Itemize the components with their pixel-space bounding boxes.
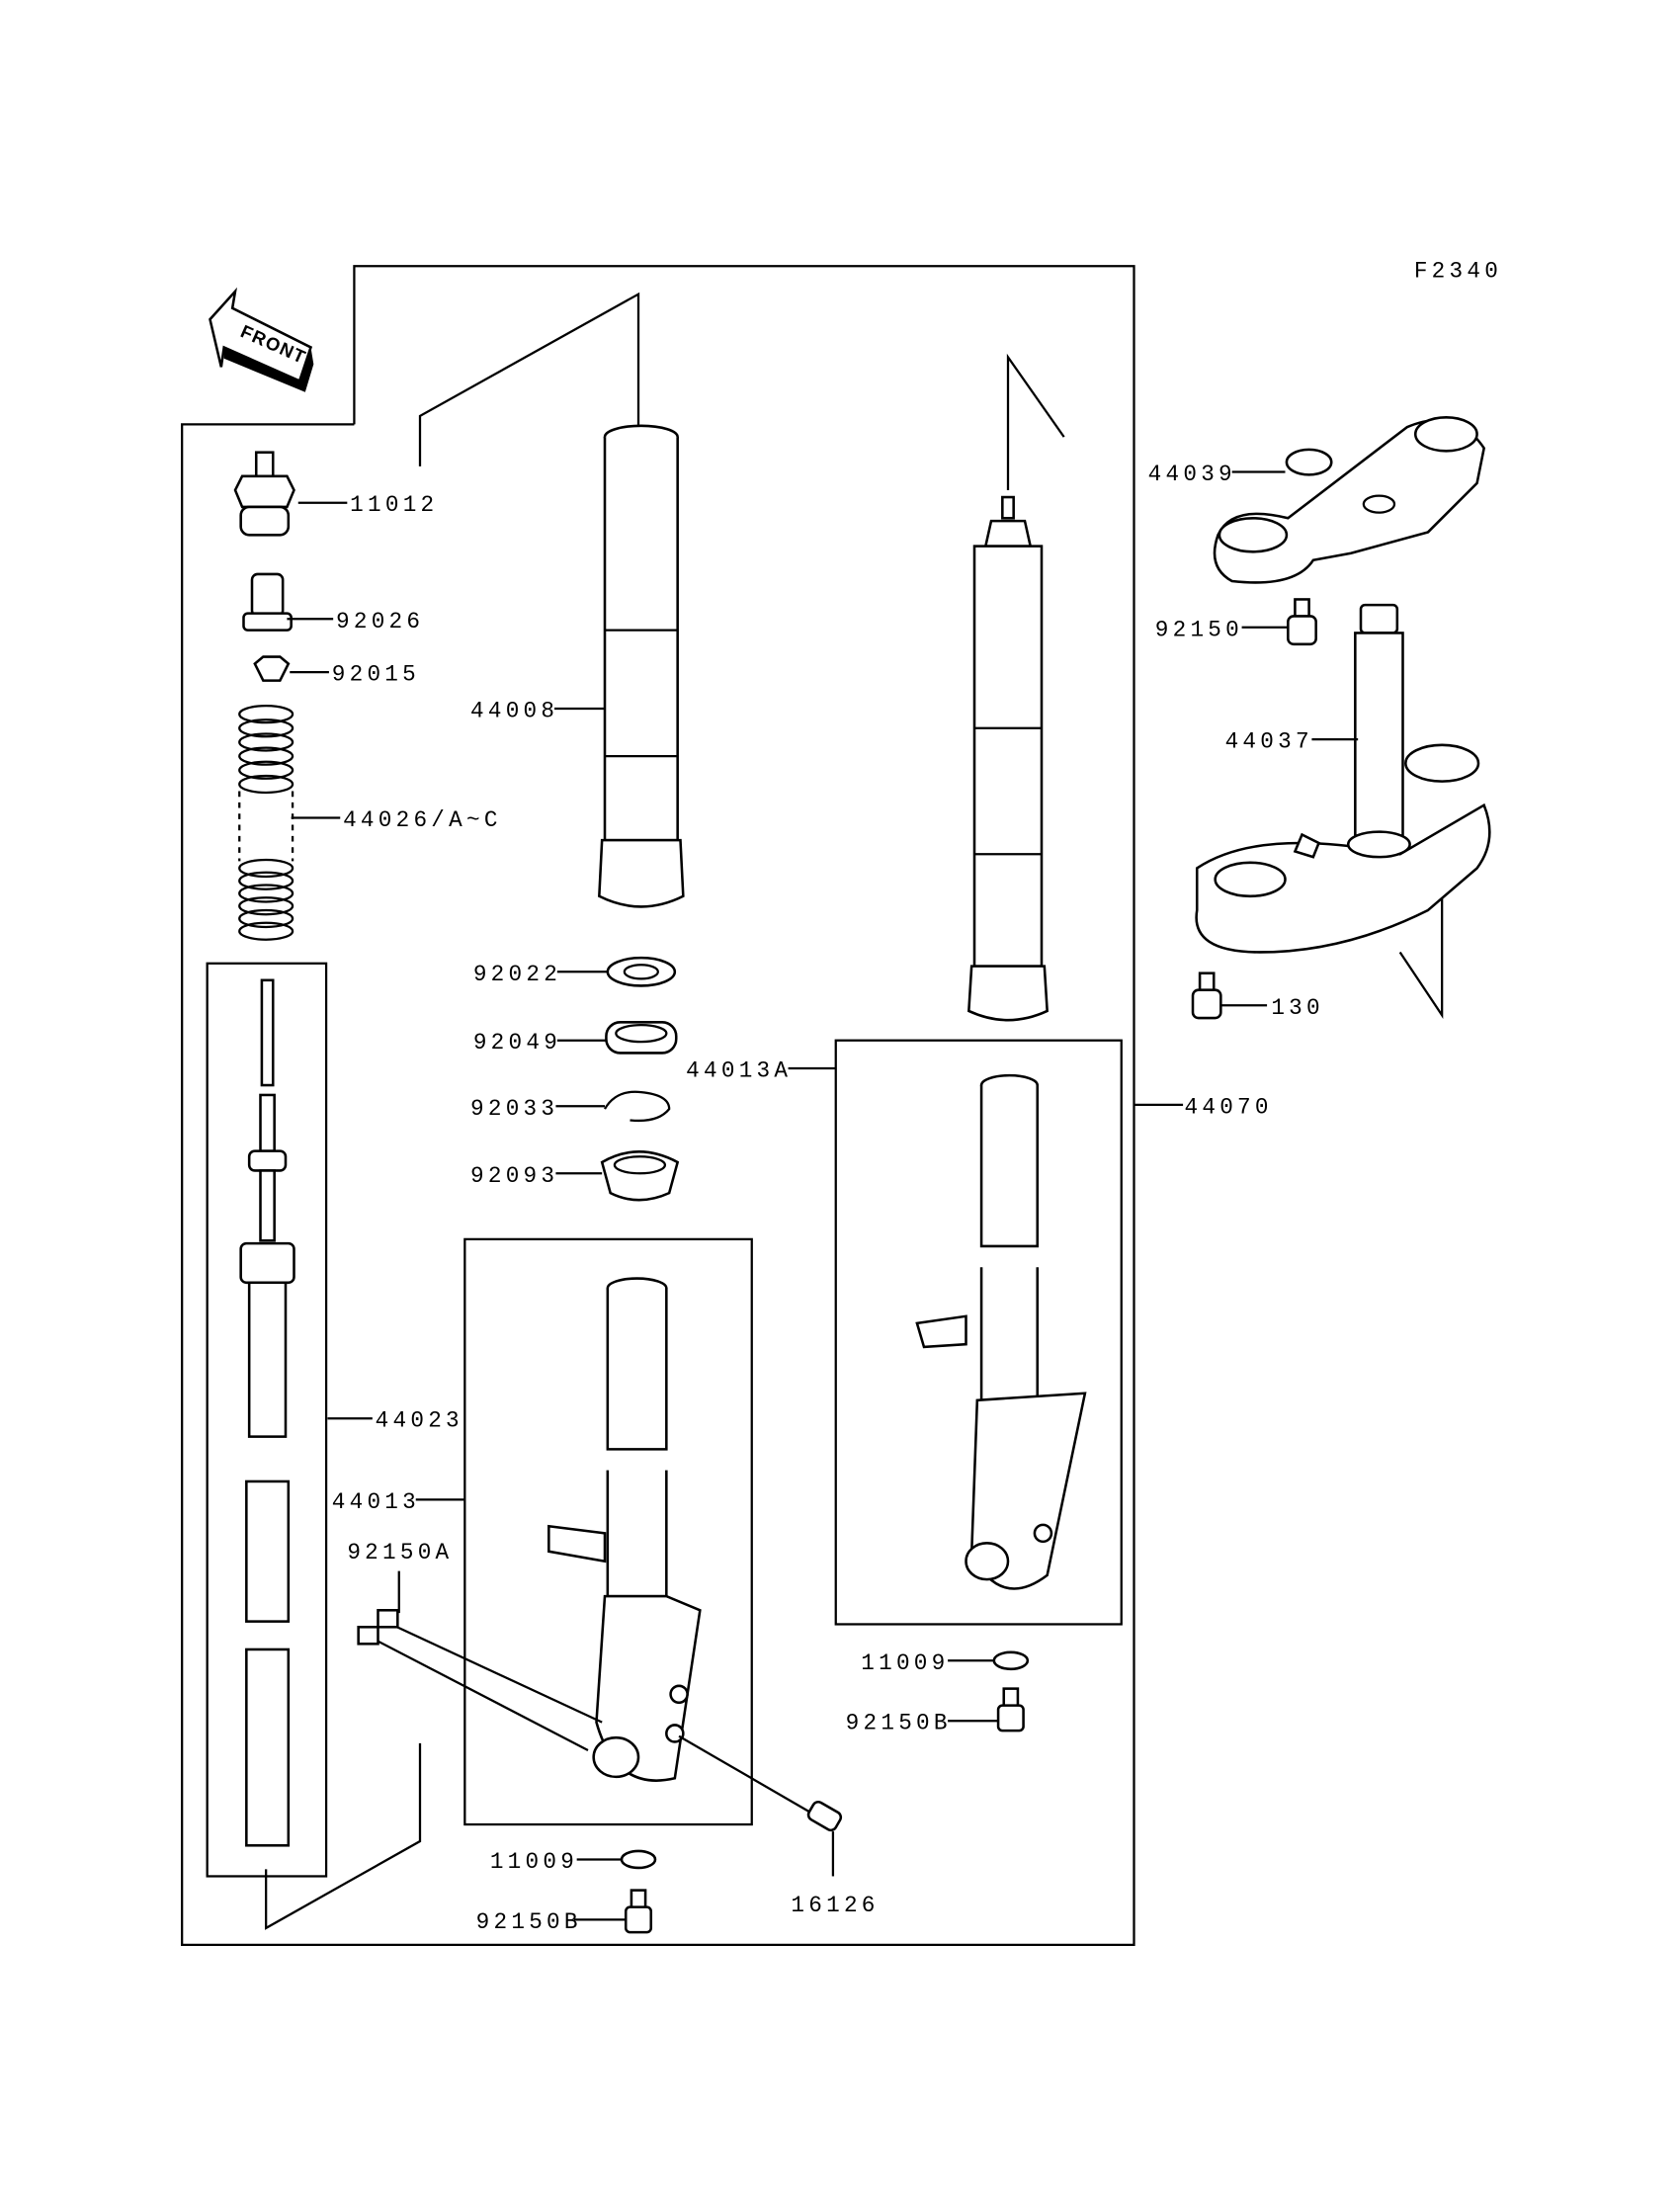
label-92033: 92033 bbox=[470, 1096, 558, 1122]
part-11012-cap-bolt bbox=[233, 451, 295, 537]
part-44026-spring bbox=[238, 704, 294, 941]
spring-coil bbox=[238, 760, 294, 780]
part-130-bolt bbox=[1191, 972, 1222, 1020]
label-44013A: 44013A bbox=[686, 1058, 792, 1084]
label-44037: 44037 bbox=[1225, 729, 1313, 755]
front-arrow-icon: FRONT bbox=[209, 287, 314, 392]
label-92026: 92026 bbox=[336, 609, 424, 634]
spring-coil bbox=[238, 774, 294, 795]
spring-coil bbox=[238, 718, 294, 738]
label-92015: 92015 bbox=[332, 662, 420, 688]
label-16126: 16126 bbox=[791, 1893, 879, 1918]
part-92022-washer bbox=[606, 956, 677, 987]
leader-lines bbox=[287, 470, 1359, 1921]
label-44026: 44026/A~C bbox=[343, 807, 502, 833]
part-92150B-bolt-b bbox=[996, 1687, 1025, 1732]
spring-coil bbox=[238, 896, 294, 916]
assembly-outline bbox=[181, 265, 1444, 1947]
part-44039-upper-clamp bbox=[1213, 416, 1486, 584]
spring-coil bbox=[238, 884, 294, 903]
spring-coil bbox=[238, 908, 294, 929]
label-92150B-b: 92150B bbox=[846, 1711, 952, 1736]
part-44013A-inner-tube-and-leg bbox=[915, 1073, 1087, 1590]
label-92150: 92150 bbox=[1155, 617, 1243, 642]
part-44037-stem-lower-clamp bbox=[1195, 603, 1491, 954]
label-11012: 11012 bbox=[350, 492, 438, 518]
figure-code: F2340 bbox=[1414, 259, 1502, 285]
spring-coil bbox=[238, 921, 294, 941]
label-44070: 44070 bbox=[1185, 1094, 1273, 1120]
spring-coil bbox=[238, 704, 294, 724]
label-44039: 44039 bbox=[1148, 462, 1236, 487]
label-92150B-a: 92150B bbox=[476, 1909, 582, 1935]
spring-coil bbox=[238, 746, 294, 766]
part-92049-oil-seal bbox=[605, 1021, 678, 1055]
label-11009-a: 11009 bbox=[490, 1849, 578, 1875]
spring-coil bbox=[238, 732, 294, 752]
spring-coil bbox=[238, 858, 294, 879]
part-92150-bolt bbox=[1287, 598, 1317, 646]
part-16126-drain-bolt bbox=[678, 1734, 843, 1832]
label-44013: 44013 bbox=[332, 1489, 420, 1515]
label-92093: 92093 bbox=[470, 1163, 558, 1189]
label-130: 130 bbox=[1271, 995, 1324, 1021]
label-44008: 44008 bbox=[470, 698, 558, 723]
part-92026-spacer bbox=[242, 572, 293, 632]
label-44023: 44023 bbox=[376, 1408, 463, 1434]
part-92150B-bolt-a bbox=[624, 1889, 653, 1934]
spring-coil bbox=[238, 871, 294, 890]
label-92049: 92049 bbox=[473, 1030, 561, 1056]
label-11009-b: 11009 bbox=[861, 1650, 949, 1676]
part-92033-clip bbox=[604, 1090, 671, 1123]
part-44013-inner-tube-and-leg bbox=[547, 1277, 702, 1782]
part-11009-washer-b bbox=[992, 1650, 1030, 1671]
part-92150A-long-bolts bbox=[357, 1609, 603, 1751]
part-44070-fork-assembly bbox=[967, 495, 1049, 1022]
part-92093-dust-seal bbox=[600, 1150, 680, 1202]
part-44023-damper-rod bbox=[239, 978, 295, 1847]
part-92015-nut bbox=[253, 655, 291, 682]
label-92022: 92022 bbox=[473, 962, 561, 987]
part-44008-outer-tube bbox=[598, 424, 685, 908]
part-11009-washer-a bbox=[620, 1849, 657, 1870]
label-92150A: 92150A bbox=[347, 1540, 453, 1565]
